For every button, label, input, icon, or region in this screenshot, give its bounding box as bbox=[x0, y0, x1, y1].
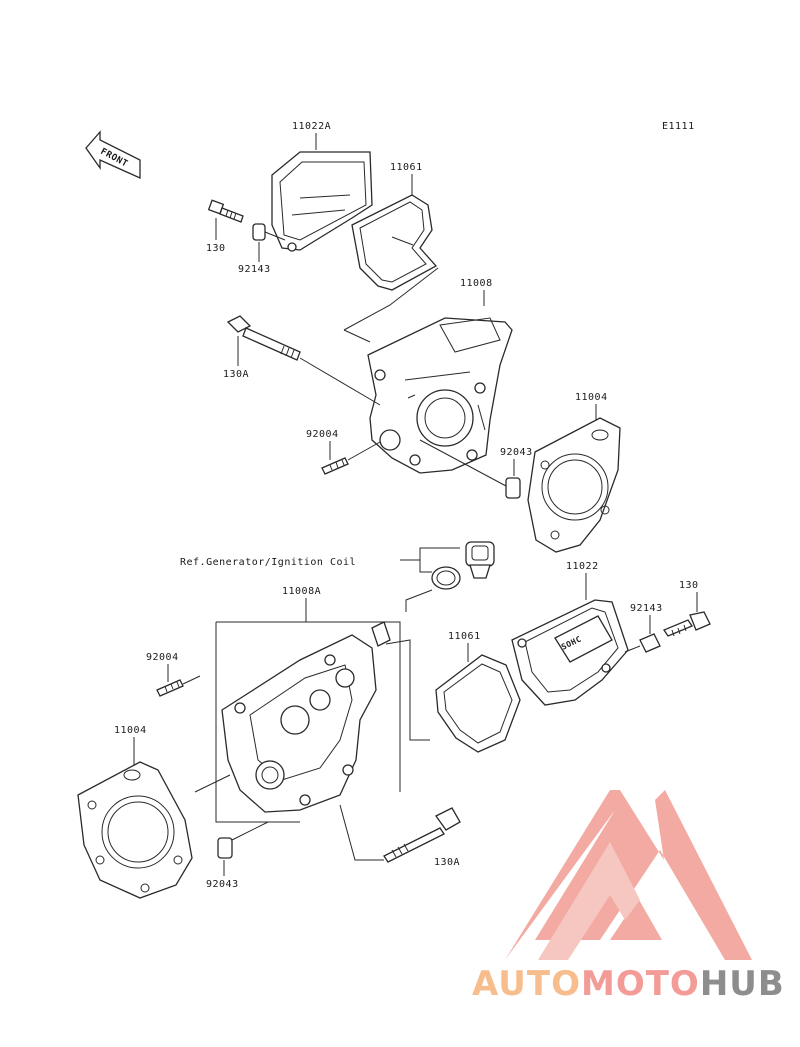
long-bolt-130A-lower bbox=[383, 807, 461, 863]
label-11008: 11008 bbox=[460, 278, 493, 289]
diagram-code: E1111 bbox=[662, 121, 695, 132]
head-cover-gasket-lower bbox=[435, 654, 521, 753]
watermark-hub-text: HUB bbox=[700, 964, 785, 1004]
label-11022: 11022 bbox=[566, 561, 599, 572]
bolt-130-lower bbox=[663, 611, 711, 637]
label-92004-lower: 92004 bbox=[146, 652, 179, 663]
cylinder-head-upper bbox=[367, 317, 513, 474]
label-130-upper: 130 bbox=[206, 243, 226, 254]
label-11008A: 11008A bbox=[282, 586, 321, 597]
o-ring bbox=[431, 566, 461, 590]
head-cover-lower: SOHC bbox=[511, 599, 629, 706]
cylinder-head-lower bbox=[221, 621, 391, 813]
head-gasket-upper bbox=[527, 417, 621, 553]
watermark-auto-text: AUTO bbox=[472, 964, 581, 1004]
stud-92004-lower bbox=[156, 679, 184, 697]
label-92143-lower: 92143 bbox=[630, 603, 663, 614]
label-11004-lower: 11004 bbox=[114, 725, 147, 736]
long-bolt-130A-upper bbox=[226, 315, 301, 361]
head-cover-gasket-upper bbox=[351, 194, 438, 291]
label-92004-upper: 92004 bbox=[306, 429, 339, 440]
stud-92004-upper bbox=[321, 457, 349, 475]
label-92043-lower: 92043 bbox=[206, 879, 239, 890]
reference-note: Ref.Generator/Ignition Coil bbox=[180, 557, 356, 568]
dowel-92043-upper bbox=[505, 477, 521, 499]
label-130A-upper: 130A bbox=[223, 369, 249, 380]
collar-92143-upper bbox=[252, 223, 266, 241]
automotohub-logo: AUTOMOTOHUB bbox=[472, 790, 785, 1004]
bolt-130-upper bbox=[207, 199, 244, 223]
label-11004-upper: 11004 bbox=[575, 392, 608, 403]
label-130A-lower: 130A bbox=[434, 857, 460, 868]
inspection-plug bbox=[465, 541, 495, 579]
collar-92143-lower bbox=[639, 633, 661, 653]
head-cover-upper bbox=[271, 151, 373, 252]
label-92043-upper: 92043 bbox=[500, 447, 533, 458]
label-92143-upper: 92143 bbox=[238, 264, 271, 275]
label-11022A: 11022A bbox=[292, 121, 331, 132]
head-gasket-lower bbox=[77, 761, 193, 899]
svg-text:AUTOMOTOHUB: AUTOMOTOHUB bbox=[472, 964, 785, 1004]
watermark-moto-text: MOTO bbox=[581, 964, 700, 1004]
label-130-lower: 130 bbox=[679, 580, 699, 591]
label-11061-upper: 11061 bbox=[390, 162, 423, 173]
dowel-92043-lower bbox=[217, 837, 233, 859]
label-11061-lower: 11061 bbox=[448, 631, 481, 642]
front-arrow-icon: FRONT bbox=[85, 130, 141, 180]
